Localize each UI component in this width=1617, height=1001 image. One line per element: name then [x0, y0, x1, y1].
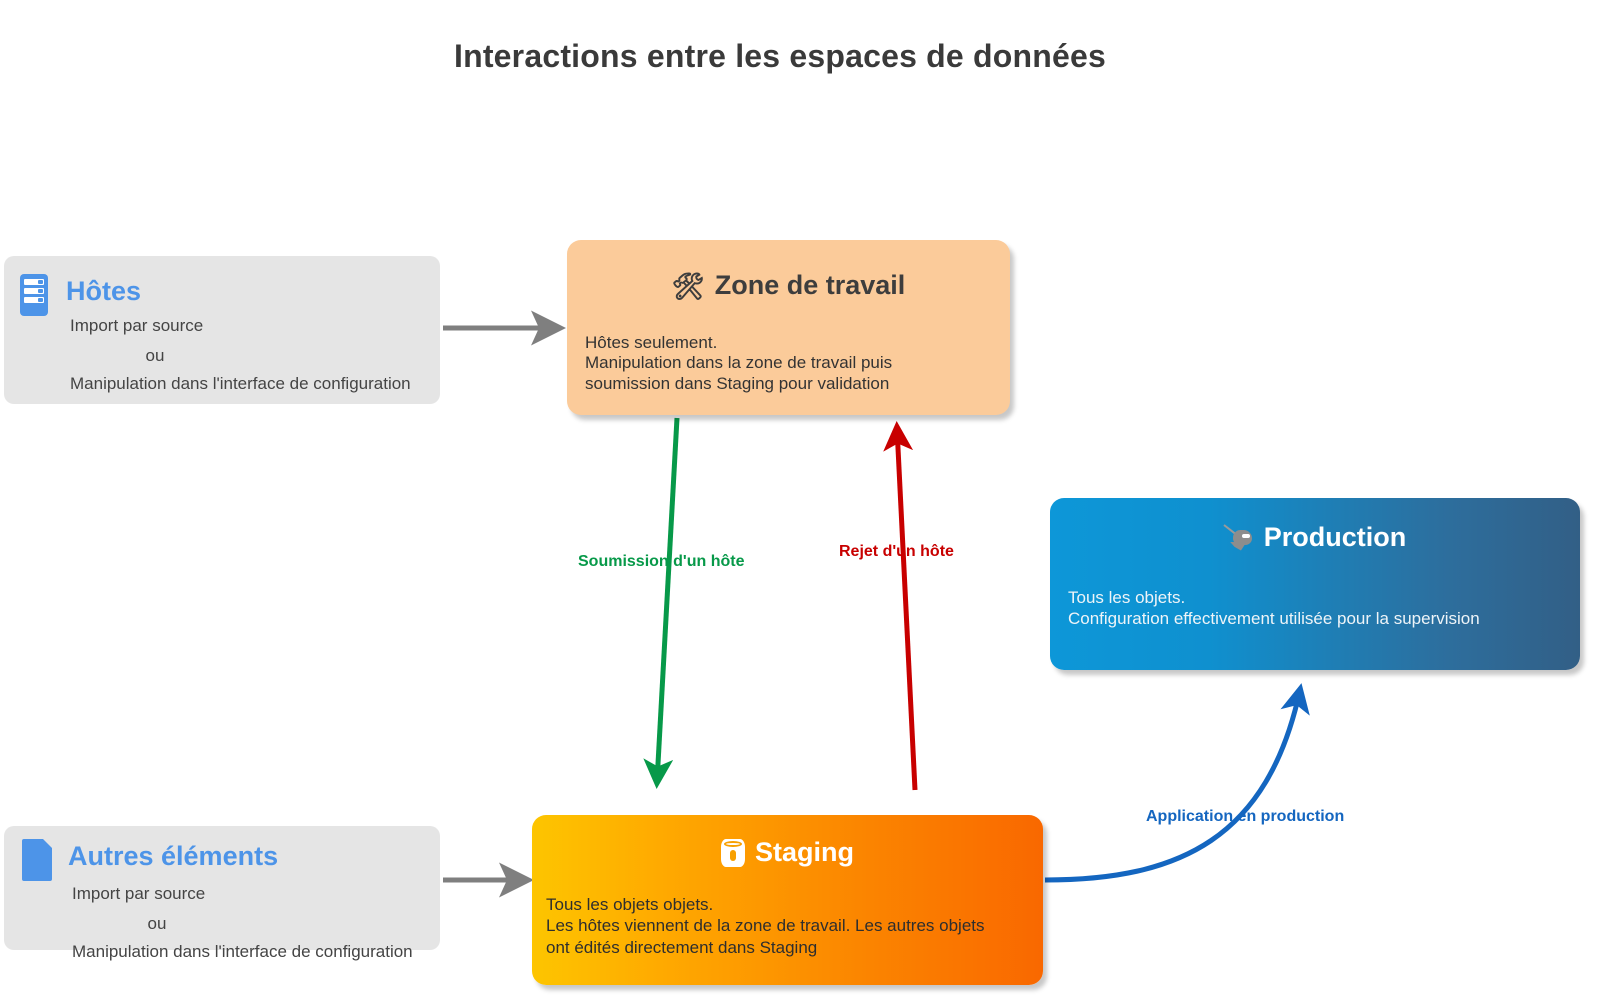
ninja-icon: [1223, 523, 1254, 552]
node-other-elements-line-3: Manipulation dans l'interface de configu…: [72, 942, 413, 961]
node-hosts-line-2: ou: [145, 346, 165, 365]
node-other-elements[interactable]: Autres éléments Import par source ou Man…: [4, 826, 440, 961]
node-staging-title: Staging: [755, 837, 854, 867]
arrow-staging-to-production: [1044, 683, 1310, 883]
node-other-elements-line-2: ou: [147, 914, 167, 933]
node-staging[interactable]: Staging Tous les objets objets. Les hôte…: [532, 815, 1043, 985]
arrow-workspace-to-staging: [643, 417, 680, 789]
arrow-staging-to-workspace: [883, 421, 918, 791]
node-staging-body: Tous les objets objets. Les hôtes vienne…: [546, 895, 985, 957]
node-staging-header: Staging: [532, 837, 1043, 868]
node-hosts-line-1: Import par source: [70, 316, 204, 335]
node-production-header: Production: [1050, 522, 1580, 553]
node-production-title: Production: [1263, 522, 1407, 552]
edge-label-rejet: Rejet d'un hôte: [839, 543, 954, 560]
database-icon: [721, 838, 745, 867]
node-hosts[interactable]: Hôtes Import par source ou Manipulation …: [4, 256, 440, 404]
node-workspace-header: 🛠 Zone de travail: [567, 270, 1010, 301]
node-production-body: Tous les objets. Configuration effective…: [1068, 588, 1480, 629]
document-page-icon: [22, 839, 52, 881]
node-workspace-title: Zone de travail: [714, 270, 906, 300]
node-other-elements-line-1: Import par source: [72, 884, 206, 903]
node-workspace[interactable]: 🛠 Zone de travail Hôtes seulement. Manip…: [567, 240, 1010, 415]
edge-label-soumission: Soumission d'un hôte: [578, 553, 745, 570]
node-workspace-body: Hôtes seulement. Manipulation dans la zo…: [585, 333, 893, 393]
node-hosts-title: Hôtes: [66, 276, 142, 306]
node-hosts-line-3: Manipulation dans l'interface de configu…: [70, 374, 411, 393]
node-production[interactable]: Production Tous les objets. Configuratio…: [1050, 498, 1580, 670]
hammer-and-wrench-icon: 🛠: [671, 270, 705, 301]
node-other-elements-title: Autres éléments: [68, 841, 279, 871]
server-rack-icon: [20, 274, 48, 316]
page-title: Interactions entre les espaces de donnée…: [453, 38, 1106, 74]
edge-label-application-production: Application en production: [1146, 808, 1345, 825]
